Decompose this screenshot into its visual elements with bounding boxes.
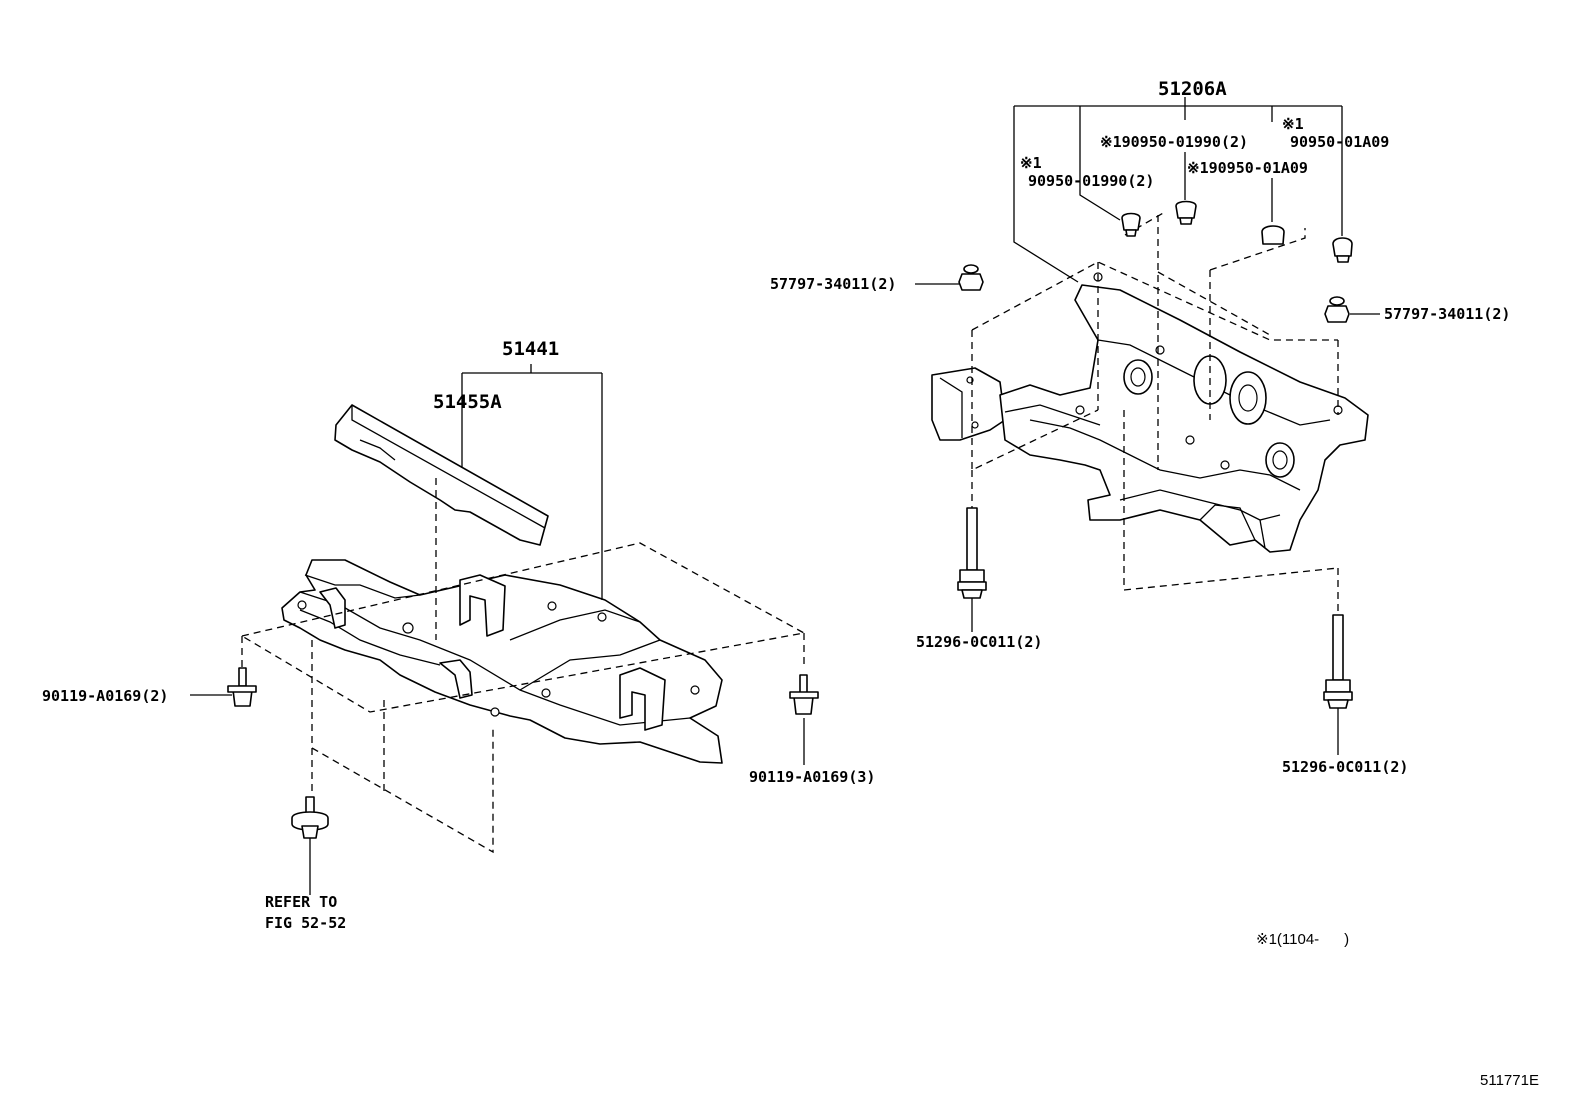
label-51296-0c011-left: 51296-0C011(2) — [916, 633, 1042, 651]
label-fig-52-52: FIG 52-52 — [265, 914, 346, 932]
crossmember-51206a — [999, 284, 1369, 553]
stud-51296-0c011-left — [957, 507, 987, 599]
crossmember-assembly — [931, 272, 1369, 553]
label-note-1-a: ※1 — [1282, 115, 1304, 133]
hole-plug-90950-01990-a — [1121, 212, 1141, 237]
hole-plug-90950-01a09 — [1332, 237, 1353, 263]
hole-plug-190950-01a09 — [1261, 225, 1285, 245]
under-cover-assembly — [281, 404, 723, 764]
label-90950-01990: 90950-01990(2) — [1028, 172, 1154, 190]
label-51296-0c011-right: 51296-0C011(2) — [1282, 758, 1408, 776]
nut-57797-34011-right — [1324, 296, 1350, 323]
label-footnote: ※1(1104- ) — [1256, 931, 1349, 948]
nut-57797-34011-left — [958, 264, 984, 291]
label-diagram-id: 511771E — [1480, 1072, 1539, 1089]
bolt-90119-a0169-left — [227, 667, 257, 707]
label-51206a: 51206A — [1158, 78, 1227, 100]
label-190950-01990: ※190950-01990(2) — [1100, 133, 1248, 151]
label-90119-a0169-3: 90119-A0169(3) — [749, 768, 875, 786]
label-51455a: 51455A — [433, 391, 502, 413]
label-refer-to: REFER TO — [265, 893, 337, 911]
clip-refer-fig-52-52 — [291, 796, 329, 839]
right-leader-lines — [915, 97, 1380, 755]
label-51441: 51441 — [502, 338, 559, 360]
label-note-1-b: ※1 — [1020, 154, 1042, 172]
label-90950-01a09: 90950-01A09 — [1290, 133, 1389, 151]
hole-plug-190950-01990 — [1175, 200, 1197, 225]
bolt-90119-a0169-right — [789, 674, 819, 715]
label-57797-34011-right: 57797-34011(2) — [1384, 305, 1510, 323]
label-90119-a0169-2: 90119-A0169(2) — [42, 687, 168, 705]
stud-51296-0c011-right — [1323, 614, 1353, 709]
left-leader-lines — [190, 364, 806, 895]
label-190950-01a09: ※190950-01A09 — [1187, 159, 1308, 177]
label-57797-34011-left: 57797-34011(2) — [770, 275, 896, 293]
reinforcement-strip-51455a — [334, 404, 549, 546]
